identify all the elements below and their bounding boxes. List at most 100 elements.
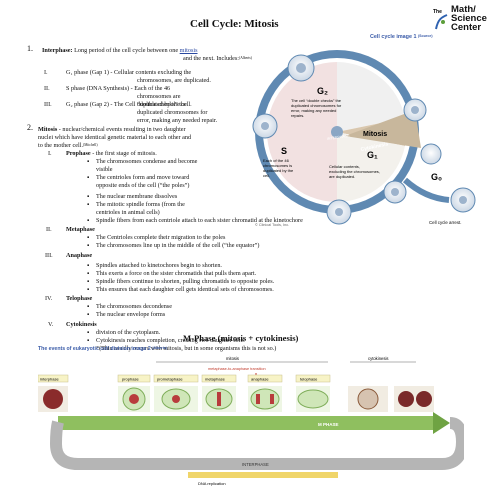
prophase-bullet-2: The centrioles form and move toward	[87, 174, 189, 182]
item-g1-num: I.	[44, 69, 48, 76]
stage-metaphase: metaphase	[205, 377, 226, 382]
interphase-text-a: Long period of the cell cycle between on…	[72, 47, 180, 54]
s-text-4: cell.	[263, 173, 270, 178]
image1-caption-text: Cell cycle image 1	[370, 34, 417, 40]
g2-label: G₂	[317, 86, 328, 96]
interphase-loop-label: INTERPHASE	[242, 462, 269, 467]
cytokinesis-bullet-1: division of the cytoplasm.	[87, 329, 160, 337]
mphase-band-label: M PHASE	[318, 422, 339, 427]
prophase-bullet-5: Spindle fibers from each centriole attac…	[87, 217, 303, 225]
item-g1-line2: chromosomes, are duplicated.	[137, 77, 211, 84]
prophase-bullet-4b: centrioles in animal cells)	[96, 209, 160, 216]
s-label: S	[281, 146, 287, 156]
logo-line3: Center	[451, 22, 482, 33]
g1-sector	[337, 132, 405, 202]
g1-label: G₁	[367, 150, 378, 160]
stage-anaphase: anaphase	[251, 377, 269, 382]
stage-interphase: interphase	[40, 377, 59, 382]
prophase-bullet-1b: visible	[96, 166, 113, 173]
item-g2-line3: error, making any needed repair.	[137, 117, 218, 124]
mitosis-def-3: to the mother cell.(Mitchell)	[38, 142, 98, 149]
g2-text-1: The cell “double checks” the	[291, 98, 342, 103]
g1-text-2: excluding the chromosomes,	[329, 169, 380, 174]
svg-text:The: The	[433, 9, 442, 15]
dna-replication-label: DNA replication	[198, 481, 226, 486]
interphase-cell	[43, 389, 63, 409]
stage-labels: interphase prophase prometaphase metapha…	[38, 374, 331, 383]
anaphase-bullet-1: Spindles attached to kinetochores begin …	[87, 262, 222, 270]
metaphase-num: II.	[46, 226, 52, 233]
g0-label: G₀	[431, 172, 442, 182]
telophase-bullet-2: The nuclear envelope forms	[87, 311, 165, 319]
cell-cytokinesis	[420, 143, 442, 165]
anaphase-bullet-3: Spindle fibers continue to shorten, pull…	[87, 278, 274, 286]
item-s-line2: chromosomes are	[137, 93, 181, 100]
g2-text-3: error, making any needed	[291, 108, 336, 113]
prophase-bullet-3: The nuclear membrane dissolves	[87, 193, 177, 201]
s-sector	[267, 62, 337, 202]
item-g2-line2: duplicated chromosomes for	[137, 109, 208, 116]
cell-images	[38, 386, 434, 412]
g2-text-4: repairs.	[291, 113, 304, 118]
prophase-bullet-4: The mitotic spindle forms (from the	[87, 201, 185, 209]
section1-line1: Interphase: Long period of the cell cycl…	[42, 47, 198, 54]
logo-mark-icon: The	[433, 5, 449, 31]
cytokinesis-num: V.	[48, 321, 54, 328]
s-text-2: chromosomes is	[263, 163, 292, 168]
anaphase-name: Anaphase	[66, 252, 93, 259]
cell-division-diagram: mitosis cytokinesis metaphase-to-anaphas…	[38, 356, 464, 486]
interphase-loop	[49, 417, 464, 470]
cytokinesis-cell-1	[357, 388, 379, 410]
mitosis-link[interactable]: mitosis	[179, 47, 198, 54]
mitosis-sector-label: Mitosis	[363, 131, 387, 138]
page-title: Cell Cycle: Mitosis	[190, 18, 279, 30]
mphase-arrowhead	[433, 412, 450, 434]
item-s-line1: S phase (DNA Synthesis) - Each of the 46	[66, 85, 171, 92]
interphase-label: Interphase:	[42, 47, 73, 54]
g1-text-3: are duplicated.	[329, 174, 355, 179]
mitosis-def-2: nuclei which have identical genetic mate…	[38, 134, 192, 141]
math-science-center-logo: The Math/ Science Center	[433, 4, 487, 33]
item-g2-line1: G₂ phase (Gap 2) - The Cell “double chec…	[66, 101, 187, 108]
item-g2-num: III.	[44, 101, 52, 108]
mitosis-def-1: - nuclear/chemical events resulting in t…	[57, 126, 186, 133]
section1-line2: and the next. Includes:(Alberts)	[183, 55, 252, 62]
image2-caption: The events of eukaryotic cell division i…	[38, 346, 167, 352]
logo-line2: Science	[451, 13, 487, 24]
daughter-cell-1	[398, 391, 414, 407]
g1-text-1: Cellular contents,	[329, 164, 360, 169]
stage-prometaphase: prometaphase	[157, 377, 183, 382]
item-s-num: II.	[44, 85, 50, 92]
logo-line1: Math/	[451, 4, 476, 15]
metaphase-bullet-1: The Centrioles complete their migration …	[87, 234, 225, 242]
metaphase-name: Metaphase	[66, 226, 95, 233]
mphase-band	[58, 416, 433, 430]
prophase-name: Prophase	[66, 150, 91, 157]
metaphase-bullet-2: The chromosomes line up in the middle of…	[87, 242, 259, 250]
mitosis-top-label: mitosis	[226, 356, 239, 361]
g0-arrow	[402, 177, 450, 203]
interphase-label: INTERPHASE	[327, 134, 351, 141]
cytokinesis-bullet-2: Cytokinesis reaches completion, creating…	[87, 337, 245, 345]
mphase-heading: M-Phase (mitosis + cytokinesis)	[183, 333, 299, 343]
anaphase-num: III.	[45, 252, 53, 259]
section2-number: 2.	[27, 123, 33, 132]
prophase-desc: - the first stage of mitosis.	[90, 150, 157, 157]
section1-ref: (Alberts)	[239, 56, 252, 60]
telophase-num: IV.	[45, 295, 53, 302]
interphase-text-b: and the next. Includes:	[183, 55, 240, 62]
cytokinesis-bullet-3: *(This usually occurs with mitosis, but …	[96, 345, 277, 352]
prophase-heading: Prophase - the first stage of mitosis.	[66, 150, 157, 157]
g2-text-2: duplicated chromosomes for	[291, 103, 342, 108]
dna-replication-bar	[188, 472, 338, 478]
daughter-cell-2	[416, 391, 432, 407]
cytokinesis-sector-label: Cytokinesis	[360, 141, 389, 153]
item-g1-line1: G₁ phase (Gap 1) - Cellular contents exc…	[66, 69, 192, 76]
prophase-bullet-2b: opposite ends of the cell (“the poles”)	[96, 182, 190, 189]
mitosis-wedge	[345, 110, 421, 148]
stage-telophase: telophase	[300, 377, 318, 382]
anaphase-bullet-2: This exerts a force on the sister chroma…	[87, 270, 256, 278]
cytokinesis-top-label: cytokinesis	[368, 356, 388, 361]
prophase-num: I.	[48, 150, 52, 157]
anaphase-cell	[250, 388, 280, 410]
